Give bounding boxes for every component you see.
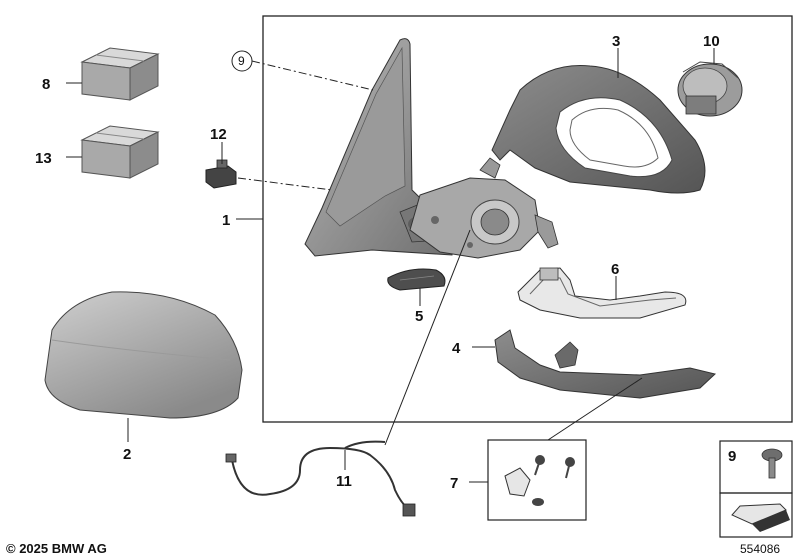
mirror-bracket-part bbox=[409, 157, 559, 259]
label-part-6: 6 bbox=[611, 261, 619, 278]
label-part-9-circled: 9 bbox=[238, 54, 245, 68]
label-part-4: 4 bbox=[452, 340, 461, 357]
box-part-13 bbox=[80, 125, 160, 179]
label-part-3: 3 bbox=[612, 33, 620, 50]
turn-signal-part bbox=[517, 267, 687, 319]
clips-part bbox=[504, 455, 575, 506]
label-part-7: 7 bbox=[450, 475, 458, 492]
connector-part bbox=[205, 159, 237, 189]
dash-dot-lines bbox=[237, 60, 374, 191]
mirror-housing-part bbox=[304, 38, 456, 257]
mirror-frame-part bbox=[491, 65, 706, 194]
label-part-5: 5 bbox=[415, 308, 423, 325]
box-part-8 bbox=[80, 47, 160, 101]
leader-lines bbox=[66, 48, 715, 483]
label-part-8: 8 bbox=[42, 76, 50, 93]
screw-icon bbox=[761, 448, 783, 479]
legend-number: 9 bbox=[728, 448, 736, 465]
copyright-text: © 2025 BMW AG bbox=[6, 541, 107, 556]
label-part-10: 10 bbox=[703, 33, 720, 50]
label-part-13: 13 bbox=[35, 150, 52, 167]
label-part-1: 1 bbox=[222, 212, 230, 229]
label-part-2: 2 bbox=[123, 446, 131, 463]
label-part-12: 12 bbox=[210, 126, 227, 143]
mirror-cap-part bbox=[44, 291, 243, 419]
small-cover-part bbox=[387, 268, 446, 291]
legend-arrow-box bbox=[719, 492, 793, 538]
lower-trim-part bbox=[494, 329, 717, 399]
label-part-11: 11 bbox=[336, 473, 352, 490]
clips-box bbox=[487, 439, 587, 521]
mirror-actuator-part bbox=[677, 61, 743, 117]
callout-9-circle bbox=[231, 50, 253, 72]
diagram-id: 554086 bbox=[740, 542, 780, 556]
direction-arrow-icon bbox=[731, 503, 790, 532]
wiring-harness-part bbox=[225, 440, 416, 517]
